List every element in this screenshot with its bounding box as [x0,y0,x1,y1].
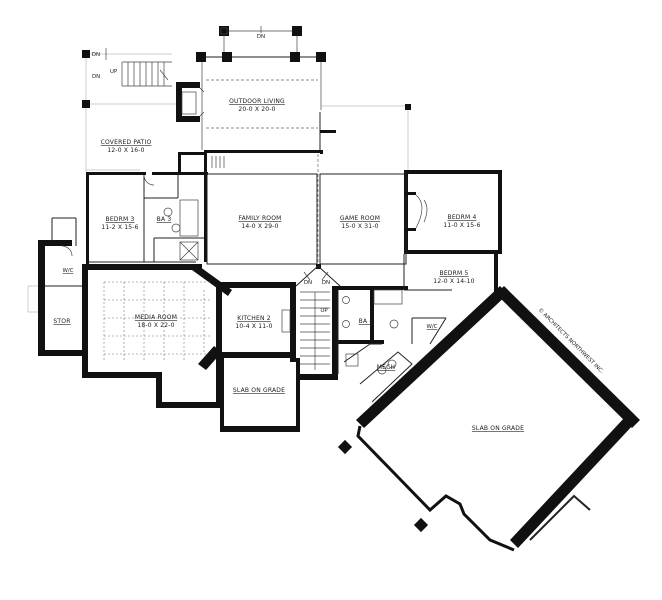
kitchen2-dims: 10-4 X 11-0 [235,323,272,330]
stair-dn-left-top: DN [92,52,100,58]
fixtures [61,174,428,375]
stair-up-center: UP [320,308,328,314]
media-room-dims: 18-0 X 22-0 [137,322,174,329]
media-room-grid [103,281,210,360]
wic-right-label: W/C [427,324,438,330]
slab-right-label: SLAB ON GRADE [472,425,524,432]
covered-patio-label: COVERED PATIO [101,139,152,146]
bedrm4-dims: 11-0 X 15-6 [443,222,480,229]
room-labels: BEDRM 3 11-2 X 15-6 BA 3 FAMILY ROOM 14-… [53,214,605,432]
wic-left-label: W/C [63,268,74,274]
stair-dn-top: DN [257,34,265,40]
family-room-label: FAMILY ROOM [238,215,281,222]
mech-label: MECH [377,364,395,371]
kitchen2-label: KITCHEN 2 [237,315,271,322]
ba3-label: BA 3 [157,216,172,223]
outdoor-living-dims: 20-0 X 20-0 [238,106,275,113]
bedrm5-label: BEDRM 5 [440,270,469,277]
ba4-label: BA 4 [359,318,374,325]
covered-patio-area: DN DN UP COVERED PATIO 12-0 X 16-0 [82,48,176,172]
bedrm4-label: BEDRM 4 [448,214,477,221]
stair-dn-left: DN [92,74,100,80]
right-porch [319,104,411,170]
covered-patio-dims: 12-0 X 16-0 [107,147,144,154]
center-stair: DN DN UP [211,156,330,370]
slab-left-label: SLAB ON GRADE [233,387,285,394]
slab-on-grade-right [337,286,640,552]
media-room-label: MEDIA ROOM [135,314,177,321]
outdoor-living-label: OUTDOOR LIVING [229,98,285,105]
game-room-label: GAME ROOM [340,215,380,222]
bedrm3-dims: 11-2 X 15-6 [101,224,138,231]
exterior-walls [38,150,502,432]
stair-dn-center-a: DN [304,280,312,286]
bedrm5-dims: 12-0 X 14-10 [433,278,474,285]
stor-label: STOR [53,318,70,325]
family-room-dims: 14-0 X 29-0 [241,223,278,230]
game-room-dims: 15-0 X 31-0 [341,223,378,230]
outdoor-living-area: OUTDOOR LIVING 20-0 X 20-0 DN [176,26,326,150]
stair-dn-center-b: DN [322,280,330,286]
stair-up-left: UP [110,69,118,75]
bedrm3-label: BEDRM 3 [106,216,135,223]
interior-walls [27,154,452,403]
